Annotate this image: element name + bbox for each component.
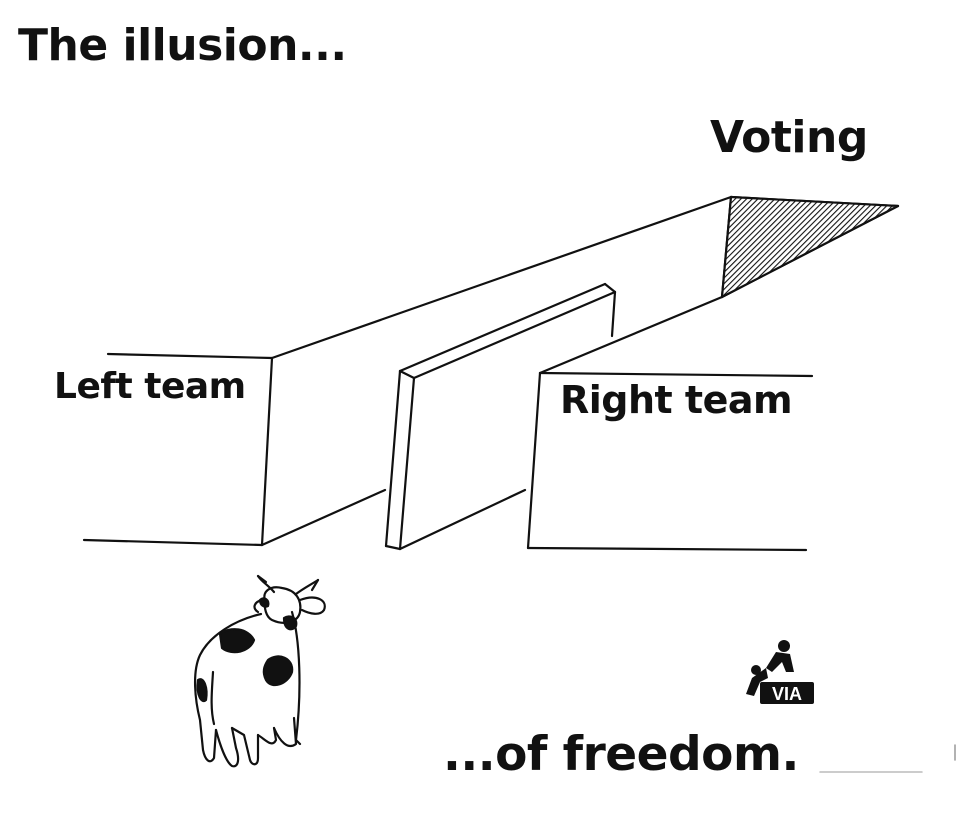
cow-figure [193, 574, 326, 768]
right-team-block [526, 295, 814, 552]
voting-label: Voting [710, 112, 868, 163]
two-climbers-logo-icon: VIA [746, 640, 814, 704]
watermark-text: VIA [772, 684, 802, 704]
meme-caption: ...of freedom. [443, 727, 799, 782]
middle-wall [384, 282, 617, 551]
meme-title: The illusion... [18, 20, 347, 71]
right-team-label: Right team [560, 378, 793, 422]
left-team-label: Left team [54, 366, 246, 407]
voting-passage [720, 195, 900, 299]
left-team-block [82, 195, 733, 547]
